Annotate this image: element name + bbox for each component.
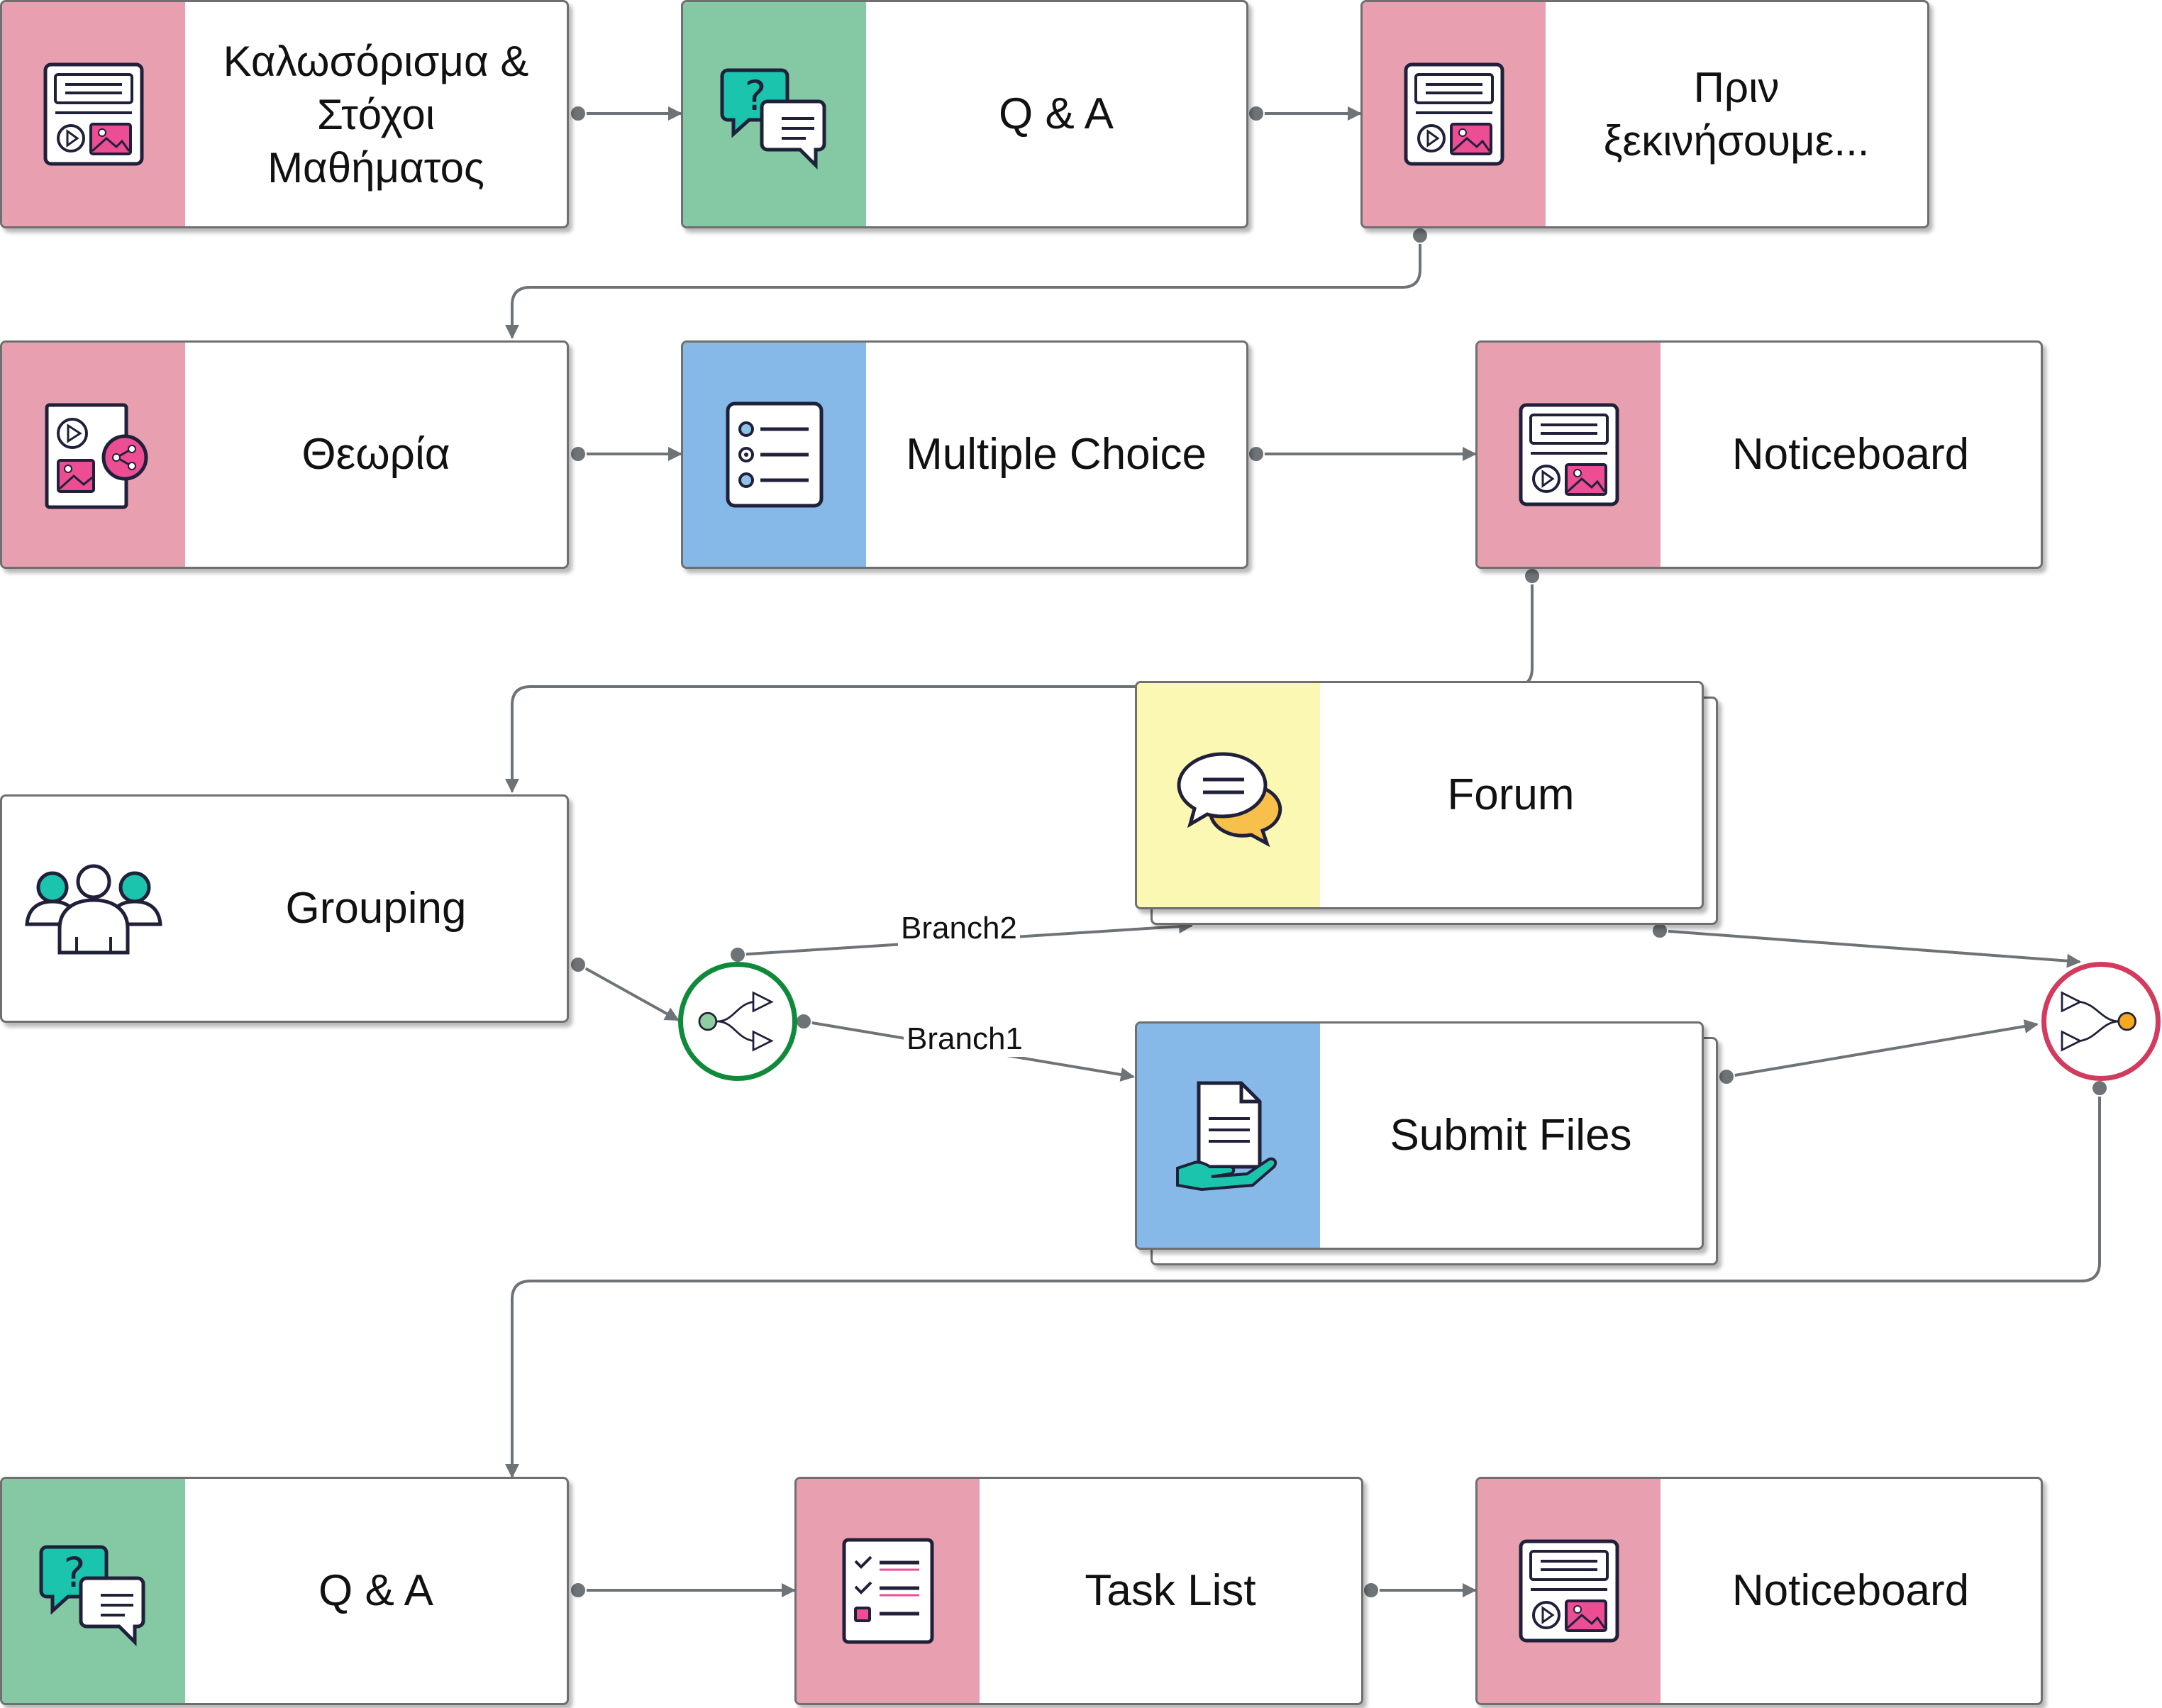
submit-files-icon bbox=[1176, 1081, 1277, 1192]
node-tasklist-label: Task List bbox=[1085, 1566, 1256, 1615]
node-notice1-band bbox=[1478, 343, 1661, 567]
node-notice1-label: Noticeboard bbox=[1731, 430, 1970, 479]
node-mc-label: Multiple Choice bbox=[906, 430, 1207, 479]
node-noticeboard-1[interactable]: Noticeboard bbox=[1475, 340, 2043, 569]
noticeboard-icon bbox=[43, 62, 144, 166]
node-welcome[interactable]: Καλωσόρισμα & Στόχοι Μαθήματος bbox=[0, 0, 569, 228]
label-line-2: ξεκινήσουμε... bbox=[1603, 117, 1870, 165]
node-grouping-label: Grouping bbox=[285, 884, 467, 933]
edge-before-theory bbox=[505, 235, 1421, 339]
node-forum-label: Forum bbox=[1447, 770, 1575, 819]
forum-chat-icon bbox=[1177, 752, 1282, 848]
node-task-list[interactable]: Task List bbox=[794, 1477, 1363, 1705]
node-submit-band bbox=[1137, 1024, 1320, 1248]
node-submit-label: Submit Files bbox=[1390, 1111, 1632, 1160]
node-qa-1-band: ? bbox=[683, 2, 866, 226]
node-multiple-choice[interactable]: Multiple Choice bbox=[681, 340, 1248, 569]
node-welcome-label: Καλωσόρισμα & Στόχοι Μαθήματος bbox=[185, 2, 567, 226]
merge-gate[interactable] bbox=[2041, 962, 2161, 1081]
group-people-icon bbox=[25, 864, 162, 955]
edge-label-branch2: Branch2 bbox=[898, 911, 1020, 946]
node-grouping-iconarea bbox=[2, 797, 185, 1021]
merge-join-icon bbox=[2061, 991, 2136, 1052]
node-qa-1-label: Q & A bbox=[999, 89, 1114, 138]
node-before-we-start[interactable]: Πριν ξεκινήσουμε... bbox=[1360, 0, 1929, 228]
edge-grouping-branchgate bbox=[578, 963, 680, 1021]
node-before-label: Πριν ξεκινήσουμε... bbox=[1546, 2, 1927, 226]
node-notice2-label: Noticeboard bbox=[1731, 1566, 1970, 1615]
noticeboard-icon bbox=[1519, 403, 1619, 506]
label-line-1: Πριν bbox=[1693, 64, 1780, 111]
qa-chat-icon: ? bbox=[720, 68, 826, 170]
node-theory-label: Θεωρία bbox=[301, 430, 450, 479]
node-qa-2[interactable]: ? Q & A bbox=[0, 1477, 569, 1705]
edge-submit-merge bbox=[1726, 1019, 2039, 1078]
noticeboard-icon bbox=[1404, 62, 1504, 166]
node-mc-band bbox=[683, 343, 866, 567]
edge-forum-merge bbox=[1659, 929, 2081, 968]
multiple-choice-icon bbox=[726, 401, 824, 508]
node-noticeboard-2[interactable]: Noticeboard bbox=[1475, 1477, 2043, 1705]
qa-chat-icon: ? bbox=[39, 1545, 145, 1647]
shared-resources-icon bbox=[45, 403, 148, 509]
label-line-2: Στόχοι bbox=[316, 90, 436, 138]
node-tasklist-band bbox=[797, 1479, 980, 1703]
node-forum-band bbox=[1137, 683, 1320, 907]
task-list-icon bbox=[842, 1538, 934, 1644]
edge-label-branch1: Branch1 bbox=[904, 1021, 1026, 1057]
node-grouping[interactable]: Grouping bbox=[0, 794, 569, 1023]
node-qa-2-label: Q & A bbox=[318, 1566, 433, 1615]
node-theory-band bbox=[2, 343, 185, 567]
noticeboard-icon bbox=[1519, 1539, 1619, 1643]
node-notice2-band bbox=[1478, 1479, 1661, 1703]
node-forum[interactable]: Forum bbox=[1135, 681, 1704, 909]
label-line-3: Μαθήματος bbox=[267, 143, 484, 192]
node-before-band bbox=[1363, 2, 1546, 226]
node-theory[interactable]: Θεωρία bbox=[0, 340, 569, 569]
node-submit-files[interactable]: Submit Files bbox=[1135, 1021, 1704, 1250]
node-qa-1[interactable]: ? Q & A bbox=[681, 0, 1248, 228]
branch-gate[interactable] bbox=[678, 962, 797, 1081]
node-welcome-band bbox=[2, 2, 185, 226]
node-qa-2-band: ? bbox=[2, 1479, 185, 1703]
label-line-1: Καλωσόρισμα & bbox=[223, 37, 529, 85]
branch-split-icon bbox=[698, 991, 774, 1052]
